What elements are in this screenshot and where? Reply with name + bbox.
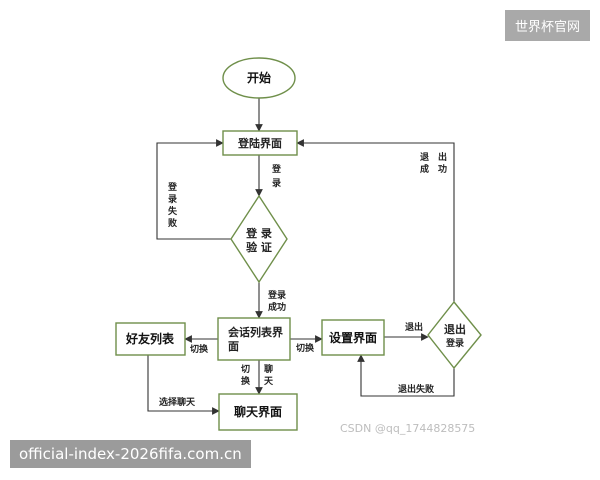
node-logout-label-2: 登录 xyxy=(445,337,464,349)
node-logout-label-1: 退出 xyxy=(444,322,466,336)
edge-friends-to-chat xyxy=(147,355,220,415)
edge-label-logout-success-1: 退 出 xyxy=(420,151,447,163)
node-start xyxy=(222,57,296,99)
edge-label-chat-down-2: 天 xyxy=(264,376,274,387)
edge-label-chat-down-1: 聊 xyxy=(264,363,273,375)
node-login-label: 登陆界面 xyxy=(237,136,282,150)
watermark-top-right: 世界杯官网 xyxy=(504,10,590,41)
node-settings-label: 设置界面 xyxy=(329,330,377,345)
edge-label-select-chat: 选择聊天 xyxy=(159,396,196,408)
node-settings xyxy=(321,319,385,356)
edge-label-success-1: 登录 xyxy=(267,289,286,301)
edge-logout-success xyxy=(296,139,455,302)
node-verify-label-2: 验 证 xyxy=(246,240,272,254)
edge-label-switch-down-2: 换 xyxy=(241,375,251,387)
node-session-label-1: 会话列表界 xyxy=(228,325,283,339)
watermark-bottom-left: official-index-2026fifa.com.cn xyxy=(10,440,251,468)
node-logout xyxy=(427,300,482,370)
edge-label-success-2: 成功 xyxy=(268,301,286,313)
node-verify xyxy=(230,194,288,284)
edge-label-logout-success-2: 成 功 xyxy=(420,163,447,175)
edge-label-switch-right: 切换 xyxy=(296,342,315,354)
node-chat-label: 聊天界面 xyxy=(234,404,282,419)
edge-label-logout: 退出 xyxy=(405,321,423,333)
node-friends-label: 好友列表 xyxy=(125,331,175,346)
node-session xyxy=(217,317,291,361)
node-chat xyxy=(218,393,298,431)
edge-label-login-1: 登 xyxy=(271,163,282,175)
node-verify-label-1: 登 录 xyxy=(245,226,272,240)
edge-label-switch-left: 切换 xyxy=(190,343,209,355)
edge-label-login-2: 录 xyxy=(272,178,281,189)
node-friends xyxy=(115,322,186,356)
watermark-csdn: CSDN @qq_1744828575 xyxy=(340,422,476,435)
edge-label-fail-4: 败 xyxy=(168,217,178,229)
edge-label-logout-fail: 退出失败 xyxy=(398,383,435,395)
edge-label-fail-1: 登 xyxy=(167,181,178,193)
node-start-label: 开始 xyxy=(247,70,271,85)
edge-label-fail-3: 失 xyxy=(168,205,178,217)
node-login xyxy=(222,130,298,156)
node-session-label-2: 面 xyxy=(228,340,239,353)
edge-login-fail xyxy=(156,139,231,240)
edge-label-switch-down-1: 切 xyxy=(241,364,250,375)
edge-logout-fail xyxy=(357,354,455,397)
edge-label-fail-2: 录 xyxy=(168,194,177,205)
